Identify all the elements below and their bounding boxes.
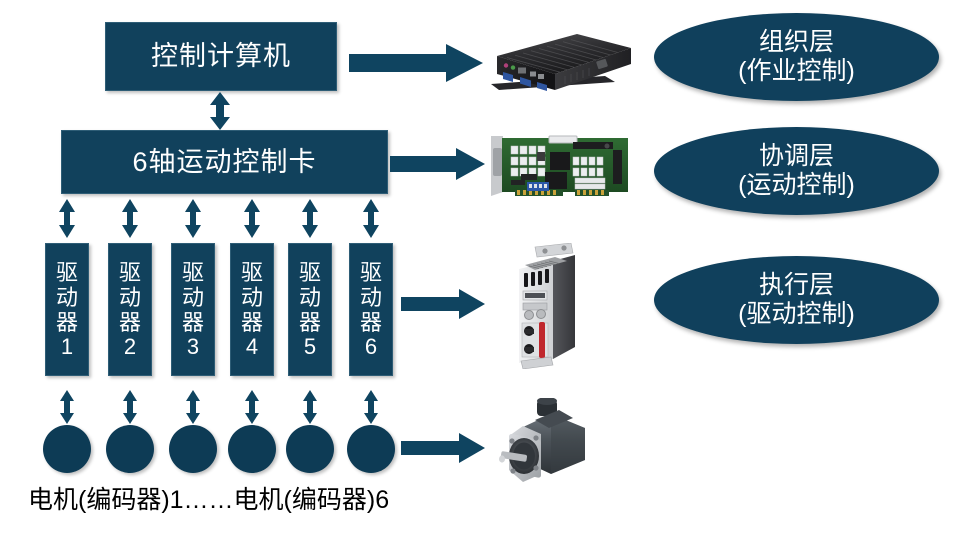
block-driver-3[interactable]: 驱 动 器 3 xyxy=(171,243,215,376)
arrow-card-to-driver-2 xyxy=(122,199,138,238)
driver-2-char-2: 动 xyxy=(118,284,141,310)
driver-4-char-2: 动 xyxy=(240,284,263,310)
layer-organization-line2: (作业控制) xyxy=(738,57,855,85)
layer-coordination-line1: 协调层 xyxy=(758,141,834,170)
motors-caption: 电机(编码器)1……电机(编码器)6 xyxy=(28,486,390,514)
driver-3-char-3: 器 xyxy=(181,309,204,335)
driver-2-char-3: 器 xyxy=(118,309,141,335)
node-motor-4[interactable] xyxy=(228,425,276,473)
layer-execution-line1: 执行层 xyxy=(758,270,834,299)
arrow-driver-2-to-motor-2 xyxy=(123,390,137,424)
block-motion-control-card-label: 6轴运动控制卡 xyxy=(132,146,317,177)
block-driver-4[interactable]: 驱 动 器 4 xyxy=(230,243,274,376)
driver-3-char-1: 驱 xyxy=(181,260,204,286)
arrow-driver-4-to-motor-4 xyxy=(245,390,259,424)
driver-3-char-2: 动 xyxy=(181,284,204,310)
arrow-to-industrial-pc xyxy=(349,44,483,82)
driver-1-char-3: 器 xyxy=(55,309,78,335)
motion-control-card-photo xyxy=(487,130,633,202)
layer-ellipse-organization[interactable]: 组织层 (作业控制) xyxy=(654,13,939,101)
servo-drive-photo xyxy=(495,243,591,369)
arrow-driver-3-to-motor-3 xyxy=(186,390,200,424)
arrow-to-servo-motor xyxy=(401,433,485,463)
node-motor-2[interactable] xyxy=(106,425,154,473)
driver-4-char-3: 器 xyxy=(240,309,263,335)
layer-ellipse-coordination[interactable]: 协调层 (运动控制) xyxy=(654,127,939,215)
driver-5-char-3: 器 xyxy=(298,309,321,335)
block-driver-2[interactable]: 驱 动 器 2 xyxy=(108,243,152,376)
block-driver-6[interactable]: 驱 动 器 6 xyxy=(349,243,393,376)
arrow-to-motion-control-card xyxy=(390,148,485,180)
arrow-card-to-driver-3 xyxy=(185,199,201,238)
arrow-driver-1-to-motor-1 xyxy=(60,390,74,424)
arrow-card-to-driver-5 xyxy=(302,199,318,238)
arrow-driver-6-to-motor-6 xyxy=(364,390,378,424)
driver-4-index: 4 xyxy=(245,334,259,360)
driver-5-char-1: 驱 xyxy=(298,260,321,286)
block-control-computer-label: 控制计算机 xyxy=(151,41,291,72)
arrow-to-servo-drive xyxy=(401,289,485,319)
node-motor-1[interactable] xyxy=(43,425,91,473)
node-motor-5[interactable] xyxy=(286,425,334,473)
driver-6-char-1: 驱 xyxy=(359,260,382,286)
layer-ellipse-execution[interactable]: 执行层 (驱动控制) xyxy=(654,256,939,344)
driver-3-index: 3 xyxy=(186,334,200,360)
arrow-card-to-driver-1 xyxy=(59,199,75,238)
layer-organization-line1: 组织层 xyxy=(758,27,834,56)
driver-1-char-1: 驱 xyxy=(55,260,78,286)
driver-6-index: 6 xyxy=(364,334,378,360)
node-motor-6[interactable] xyxy=(347,425,395,473)
driver-6-char-3: 器 xyxy=(359,309,382,335)
arrow-driver-5-to-motor-5 xyxy=(303,390,317,424)
driver-5-char-2: 动 xyxy=(298,284,321,310)
arrow-computer-to-card xyxy=(210,92,230,130)
driver-6-char-2: 动 xyxy=(359,284,382,310)
industrial-pc-photo xyxy=(485,24,635,106)
driver-2-char-1: 驱 xyxy=(118,260,141,286)
node-motor-3[interactable] xyxy=(169,425,217,473)
arrow-card-to-driver-4 xyxy=(244,199,260,238)
driver-5-index: 5 xyxy=(303,334,317,360)
servo-motor-photo xyxy=(493,398,603,488)
driver-1-char-2: 动 xyxy=(55,284,78,310)
arrow-card-to-driver-6 xyxy=(363,199,379,238)
block-control-computer[interactable]: 控制计算机 xyxy=(105,22,337,91)
layer-execution-line2: (驱动控制) xyxy=(738,300,855,328)
block-motion-control-card[interactable]: 6轴运动控制卡 xyxy=(61,130,388,194)
block-driver-5[interactable]: 驱 动 器 5 xyxy=(288,243,332,376)
block-driver-1[interactable]: 驱 动 器 1 xyxy=(45,243,89,376)
driver-2-index: 2 xyxy=(123,334,137,360)
driver-4-char-1: 驱 xyxy=(240,260,263,286)
layer-coordination-line2: (运动控制) xyxy=(738,171,855,199)
driver-1-index: 1 xyxy=(60,334,74,360)
